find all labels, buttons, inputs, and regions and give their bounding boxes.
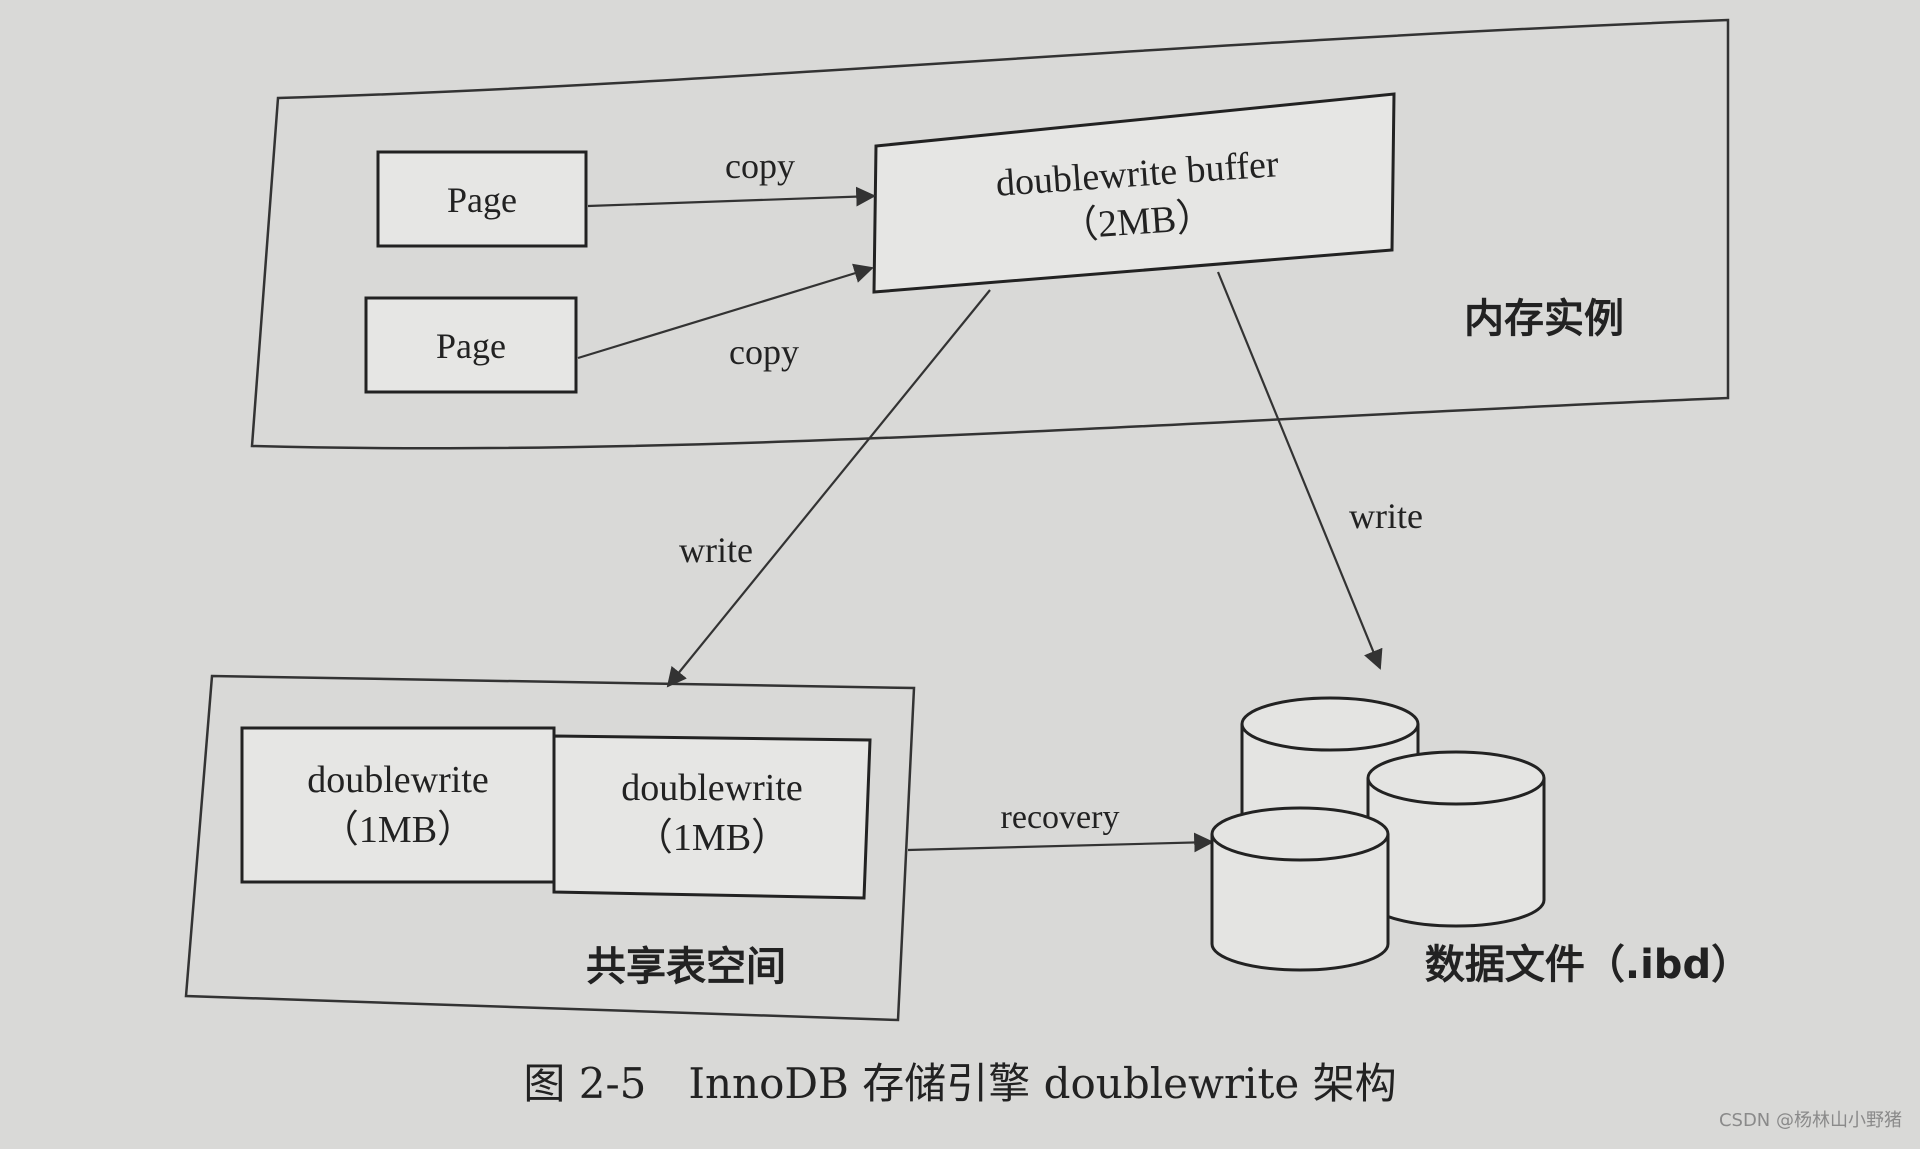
page-box-1 [376,150,588,248]
recovery-label: recovery [1001,799,1120,836]
doublewrite-block-1 [240,726,556,884]
copy-label-2: copy [729,332,799,372]
figure-caption: 图 2-5 InnoDB 存储引擎 doublewrite 架构 [523,1059,1396,1108]
data-files-label: 数据文件（.ibd） [1425,942,1751,988]
write-arrow-left [666,289,991,688]
shared-tablespace-label: 共享表空间 [586,944,786,990]
copy-arrow-2 [577,263,874,360]
doublewrite-buffer-box [872,92,1396,294]
doublewrite-block-2-size: （1MB） [635,817,789,859]
write-arrow-right [1216,271,1383,670]
memory-instance-region [250,18,1730,450]
page-box-2 [364,296,578,394]
doublewrite-block-2 [552,734,872,900]
memory-instance-label: 内存实例 [1464,296,1624,342]
doublewrite-block-1-size: （1MB） [321,809,475,851]
copy-arrow-1 [587,186,876,208]
doublewrite-block-2-title: doublewrite [621,767,803,809]
recovery-arrow [907,832,1214,853]
watermark: CSDN @杨林山小野猪 [1718,1110,1902,1131]
copy-label-1: copy [725,146,795,186]
doublewrite-block-1-title: doublewrite [307,759,489,801]
page-box-2-label: Page [436,326,506,366]
write-label-left: write [679,530,753,570]
data-file-cylinder-right [1366,750,1546,928]
shared-tablespace-region [184,674,916,1022]
data-file-cylinder-front [1210,806,1390,972]
page-box-1-label: Page [447,180,517,220]
write-label-right: write [1349,496,1423,536]
